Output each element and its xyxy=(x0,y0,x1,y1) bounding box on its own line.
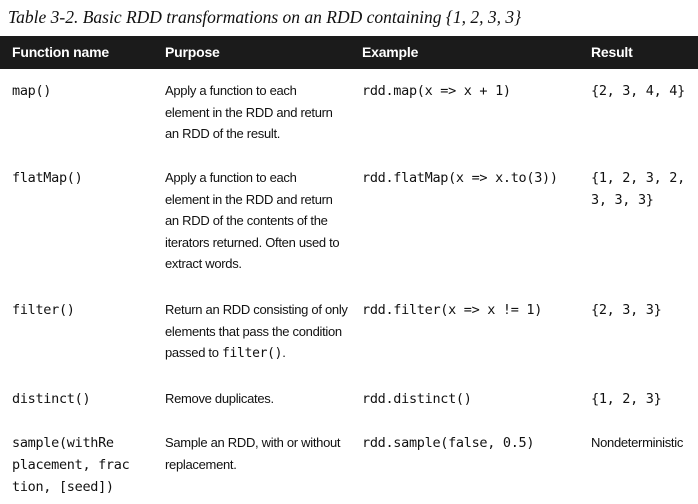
column-header-function-name: Function name xyxy=(12,44,109,60)
purpose-cell: Sample an RDD, with or without replaceme… xyxy=(165,432,341,475)
purpose-line: replacement. xyxy=(165,456,237,472)
purpose-cell: Apply a function to each element in the … xyxy=(165,80,333,145)
function-name-cell: flatMap() xyxy=(12,167,83,189)
column-header-result: Result xyxy=(591,44,633,60)
function-name-cell: sample(withRe placement, frac tion, [see… xyxy=(12,432,130,498)
result-line: {2, 3, 3} xyxy=(591,302,662,318)
purpose-line: element in the RDD and return xyxy=(165,191,333,207)
result-line: 3, 3, 3} xyxy=(591,192,654,208)
result-cell: {2, 3, 4, 4} xyxy=(591,80,685,102)
function-name: tion, [seed]) xyxy=(12,479,114,495)
function-name-cell: filter() xyxy=(12,299,75,321)
purpose-line-last: passed to filter(). xyxy=(165,342,348,365)
purpose-line: element in the RDD and return xyxy=(165,104,333,120)
function-name: map() xyxy=(12,83,52,99)
purpose-cell: Remove duplicates. xyxy=(165,388,274,410)
function-name: distinct() xyxy=(12,391,91,407)
example-cell: rdd.map(x => x + 1) xyxy=(362,83,511,99)
function-name-cell: map() xyxy=(12,80,51,102)
example-cell: rdd.distinct() xyxy=(362,391,472,407)
result-cell: {2, 3, 3} xyxy=(591,299,662,321)
column-header-purpose: Purpose xyxy=(165,44,220,60)
purpose-line: iterators returned. Often used to xyxy=(165,234,340,250)
function-name: flatMap() xyxy=(12,170,83,186)
purpose-line: elements that pass the condition xyxy=(165,323,342,339)
purpose-text: passed to xyxy=(165,345,222,360)
function-name: sample(withRe xyxy=(12,435,114,451)
result-line: {1, 2, 3, 2, xyxy=(591,170,685,186)
purpose-text: . xyxy=(282,345,286,360)
purpose-line: Return an RDD consisting of only xyxy=(165,302,348,317)
result-cell: {1, 2, 3, 2, 3, 3, 3} xyxy=(591,167,685,211)
purpose-line: Sample an RDD, with or without xyxy=(165,435,341,450)
purpose-line: Apply a function to each xyxy=(165,83,297,98)
result-cell: Nondeterministic xyxy=(591,432,683,454)
result-cell: {1, 2, 3} xyxy=(591,388,662,410)
purpose-cell: Apply a function to each element in the … xyxy=(165,167,340,275)
purpose-line: Apply a function to each xyxy=(165,170,297,185)
table-header: Function name Purpose Example Result xyxy=(0,36,698,69)
function-name: placement, frac xyxy=(12,457,130,473)
purpose-line: an RDD of the result. xyxy=(165,126,281,141)
purpose-line: extract words. xyxy=(165,256,242,271)
example-cell: rdd.sample(false, 0.5) xyxy=(362,435,535,451)
function-name-cell: distinct() xyxy=(12,388,91,410)
result-line: {1, 2, 3} xyxy=(591,391,662,407)
purpose-cell: Return an RDD consisting of only element… xyxy=(165,299,348,365)
column-header-example: Example xyxy=(362,44,419,60)
purpose-line: an RDD of the contents of the xyxy=(165,213,328,228)
purpose-line: Remove duplicates. xyxy=(165,391,274,406)
result-line: Nondeterministic xyxy=(591,435,684,450)
example-cell: rdd.filter(x => x != 1) xyxy=(362,302,543,318)
function-name: filter() xyxy=(12,302,75,318)
table-caption: Table 3-2. Basic RDD transformations on … xyxy=(8,7,522,27)
result-line: {2, 3, 4, 4} xyxy=(591,83,685,99)
inline-code: filter() xyxy=(222,346,283,361)
example-cell: rdd.flatMap(x => x.to(3)) xyxy=(362,170,558,186)
